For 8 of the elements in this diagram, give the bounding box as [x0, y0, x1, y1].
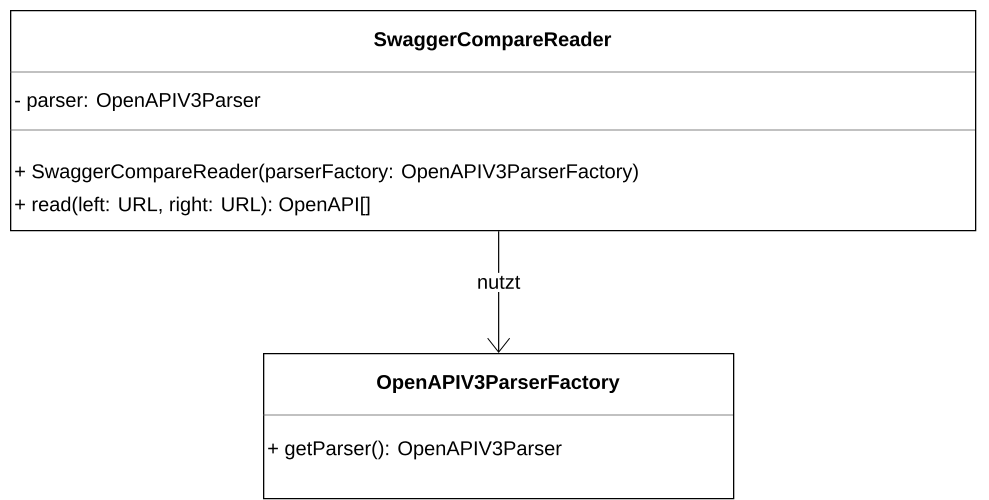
method-text: + getParser(): OpenAPIV3Parser	[268, 440, 562, 460]
edge-label: nutzt	[474, 272, 524, 292]
class-name: OpenAPIV3ParserFactory	[377, 374, 620, 394]
arrow	[487, 231, 510, 353]
class-name: SwaggerCompareReader	[374, 32, 612, 50]
attribute-text: - parser: OpenAPIV3Parser	[15, 92, 260, 112]
method-text: + read(left: URL, right: URL): OpenAPI[]	[15, 196, 370, 216]
method-text: + SwaggerCompareReader(parserFactory: OpenAPIV3ParserFactory)	[15, 164, 638, 182]
